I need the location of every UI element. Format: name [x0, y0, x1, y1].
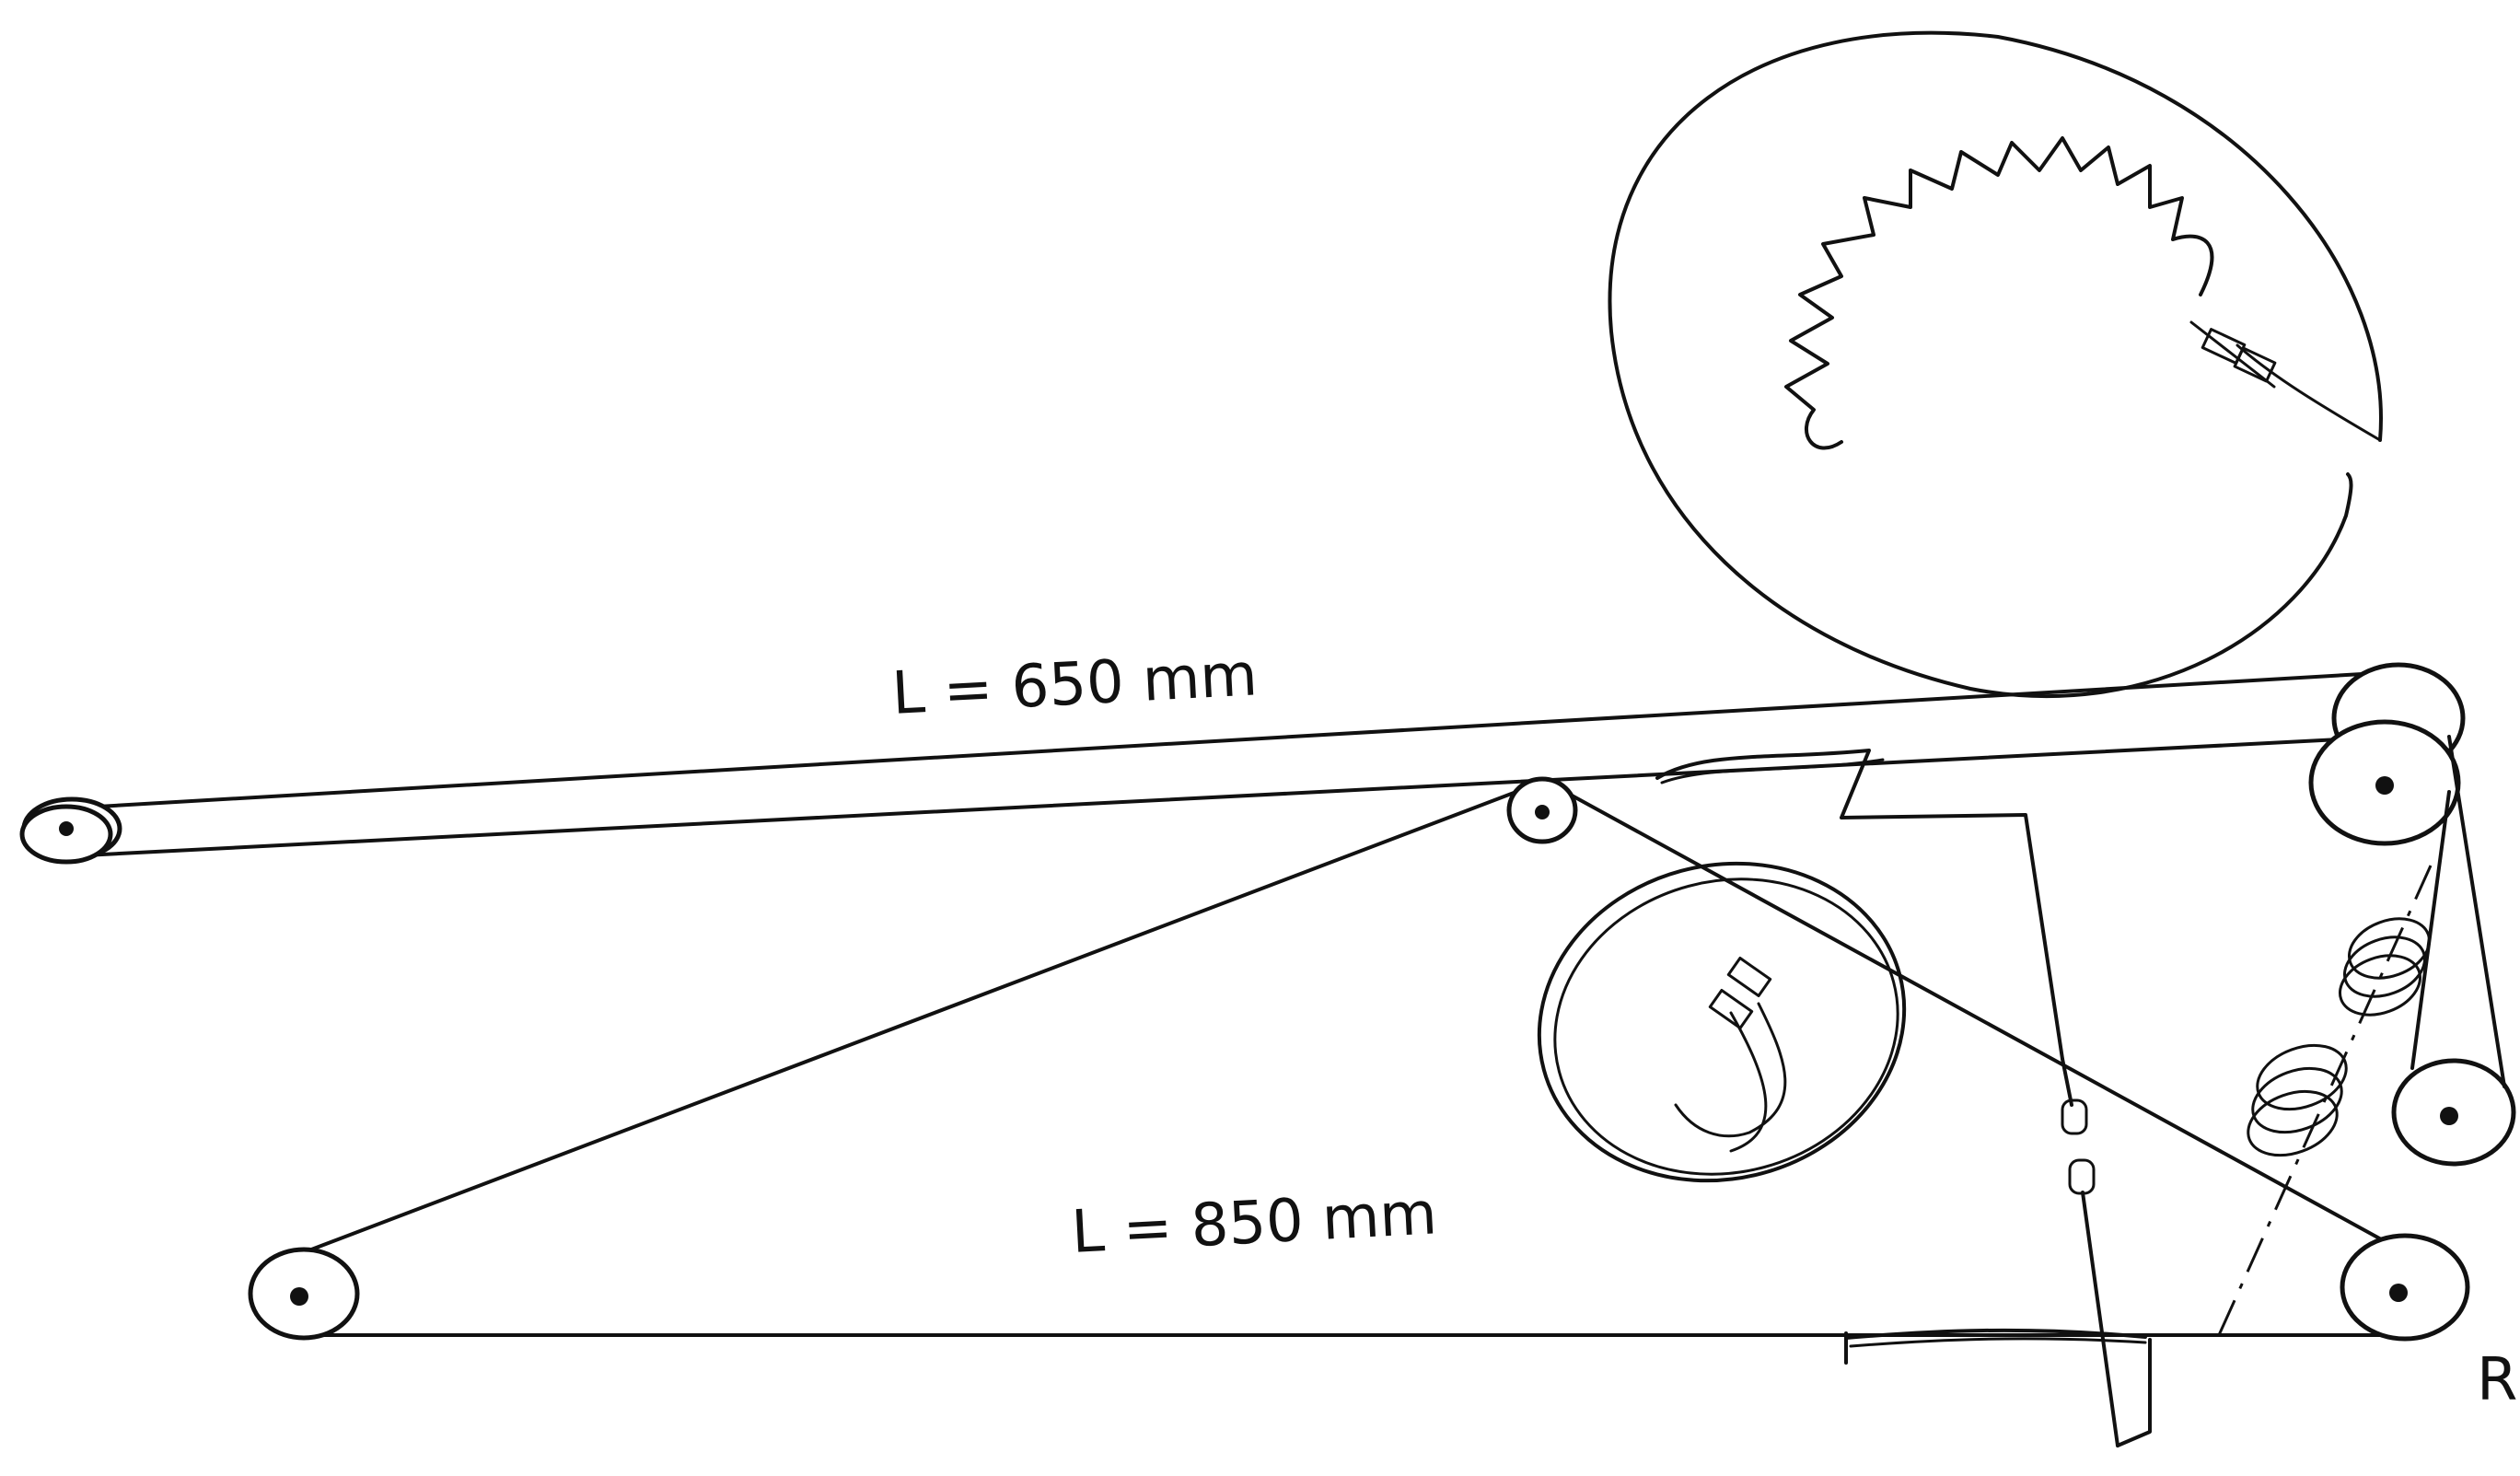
middle-disc [1537, 861, 1907, 1183]
lower-left-pulley [248, 1247, 360, 1341]
edge-letter: R [2477, 1346, 2517, 1414]
upper-clip [2189, 320, 2277, 389]
right-vertical-belt [2410, 735, 2506, 1088]
right-middle-pulley [2391, 1058, 2516, 1167]
right-upper-pulley [2308, 662, 2466, 846]
lower-belt [297, 785, 2423, 1337]
upper-length-label: L = 650 mm [890, 641, 1259, 728]
triangle-top-pulley [1506, 776, 1578, 844]
lower-right-pulley [2340, 1233, 2470, 1342]
upper-left-pulley [19, 796, 122, 865]
zigzag-spring [1784, 136, 2214, 450]
tension-lever [1655, 749, 2152, 1447]
large-disc [1608, 30, 2383, 698]
bottom-clamp [1844, 1328, 2147, 1365]
coil-springs [2217, 865, 2433, 1336]
lower-length-label: L = 850 mm [1070, 1180, 1438, 1267]
